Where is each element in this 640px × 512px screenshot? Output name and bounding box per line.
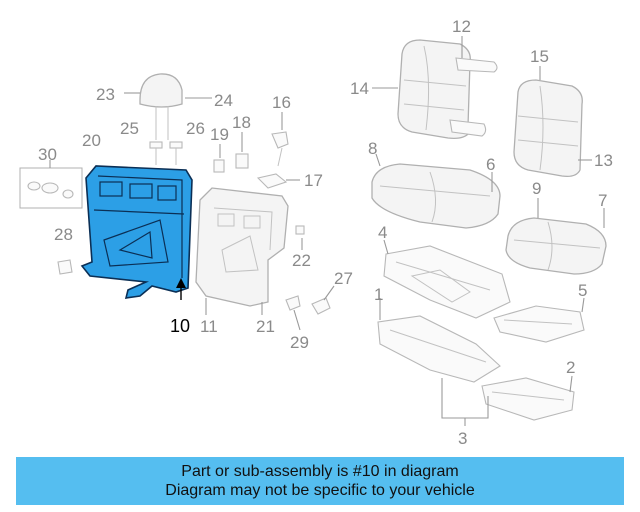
callout-30: 30: [38, 145, 57, 164]
callout-25: 25: [120, 119, 139, 138]
bracket-16: [271, 131, 289, 167]
fastener-kit-30: [19, 167, 83, 209]
callout-28: 28: [54, 225, 73, 244]
callout-1: 1: [374, 285, 383, 304]
callout-13: 13: [594, 151, 613, 170]
callout-21: 21: [256, 317, 275, 336]
headrest: [139, 73, 183, 140]
callout-16: 16: [272, 93, 291, 112]
cushion-frame-5: [493, 305, 585, 343]
bolt-26: [169, 141, 183, 165]
callout-18: 18: [232, 113, 251, 132]
callout-14: 14: [350, 79, 369, 98]
seat-cushion-8: [371, 163, 501, 229]
clip-28: [57, 259, 73, 275]
seat-pan-2: [481, 377, 575, 421]
callout-24: 24: [214, 91, 233, 110]
callout-8: 8: [368, 139, 377, 158]
callout-3: 3: [458, 429, 467, 448]
callout-22: 22: [292, 251, 311, 270]
bolt-25: [149, 141, 163, 165]
seat-back-cushion-14: [397, 39, 498, 140]
seat-cushion-9: [505, 217, 607, 275]
callout-5: 5: [578, 281, 587, 300]
callout-20: 20: [82, 131, 101, 150]
clip-18: [235, 153, 249, 169]
callout-19: 19: [210, 125, 229, 144]
callout-6: 6: [486, 155, 495, 174]
callout-12: 12: [452, 17, 471, 36]
callout-7: 7: [598, 191, 607, 210]
clip-22: [295, 225, 305, 235]
callout-27: 27: [334, 269, 353, 288]
info-banner: Part or sub-assembly is #10 in diagram D…: [16, 457, 624, 505]
callout-11: 11: [200, 317, 218, 336]
seat-parts-diagram: 1 2 3 4 5 6 7 8 9 10 11 12 13 14 15 16 1…: [19, 17, 613, 448]
callout-4: 4: [378, 223, 387, 242]
clip-29: [285, 295, 301, 311]
seat-back-panel-11: [195, 187, 289, 307]
clip-27: [311, 297, 331, 315]
seat-back-frame-10: [80, 165, 193, 299]
callout-17: 17: [304, 171, 323, 190]
seat-back-cushion-15: [513, 79, 583, 178]
clip-19: [213, 159, 225, 173]
callout-10: 10: [170, 316, 190, 336]
callout-labels: 1 2 3 4 5 6 7 8 9 10 11 12 13 14 15 16 1…: [38, 17, 613, 448]
seat-pan-1: [377, 315, 501, 383]
callout-15: 15: [530, 47, 549, 66]
bracket-3: [441, 378, 489, 426]
banner-line-2: Diagram may not be specific to your vehi…: [165, 482, 475, 499]
banner-line-1: Part or sub-assembly is #10 in diagram: [181, 463, 459, 480]
callout-2: 2: [566, 358, 575, 377]
cushion-frame-4: [383, 245, 511, 319]
callout-26: 26: [186, 119, 205, 138]
callout-23: 23: [96, 85, 115, 104]
callout-29: 29: [290, 333, 309, 352]
callout-9: 9: [532, 179, 541, 198]
latch-17: [256, 173, 288, 189]
